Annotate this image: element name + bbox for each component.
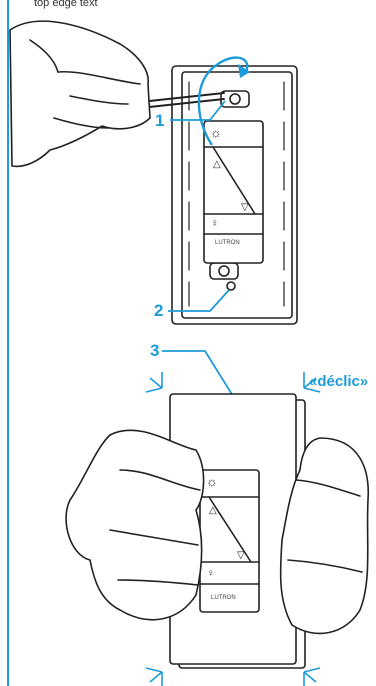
brand-label-upper: LUTRON bbox=[215, 240, 240, 246]
faceplate-illustration bbox=[66, 394, 368, 668]
brand-label-lower: LUTRON bbox=[211, 595, 236, 601]
callout-2: 2 bbox=[154, 301, 163, 321]
down-arrow-icon: ▽ bbox=[241, 202, 249, 213]
lower-dimmer bbox=[200, 470, 259, 612]
up-arrow-icon: △ bbox=[213, 159, 221, 170]
callout-1: 1 bbox=[155, 111, 164, 131]
hand-left bbox=[66, 430, 203, 619]
down-arrow-icon: ▽ bbox=[237, 550, 245, 561]
hand-upper bbox=[10, 21, 150, 166]
sun-icon: ☼ bbox=[206, 474, 218, 489]
sun-icon: ☼ bbox=[210, 125, 222, 140]
mounting-illustration bbox=[10, 21, 297, 324]
bulb-icon: ♀ bbox=[211, 218, 219, 229]
bulb-icon: ♀ bbox=[207, 568, 215, 579]
snap-label: «déclic» bbox=[309, 373, 368, 390]
callout-3: 3 bbox=[150, 341, 159, 361]
up-arrow-icon: △ bbox=[209, 505, 217, 516]
